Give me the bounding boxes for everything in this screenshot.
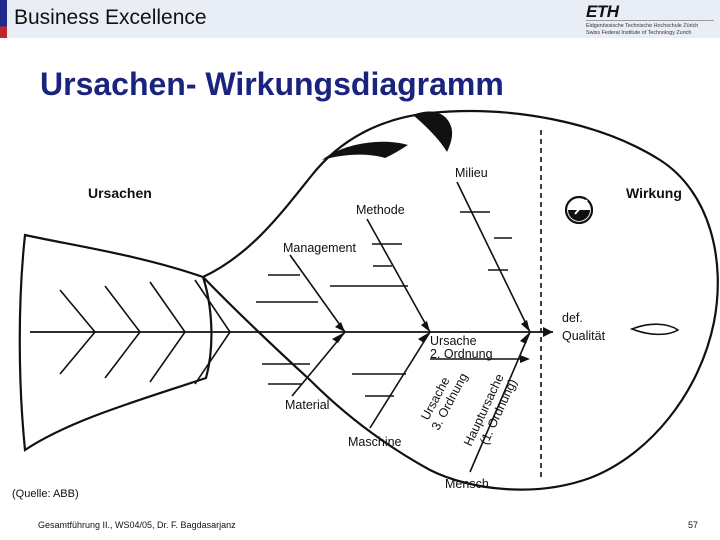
label-effect-line1: def. [562,311,583,325]
source-note: (Quelle: ABB) [12,488,79,500]
label-maschine: Maschine [348,435,402,449]
label-ursache-2-line2: 2. Ordnung [430,347,493,361]
label-hauptursache: Hauptursache (1. Ordnung) [461,371,520,454]
bone-methode [367,219,430,332]
arrowhead-milieu [521,320,530,332]
lower-subcause-ticks [262,364,406,396]
arrowhead-maschine [418,332,430,343]
secondary-cause-arrowhead [520,355,530,363]
bone-milieu [457,182,530,332]
label-milieu: Milieu [455,166,488,180]
fish-tail-outline [20,235,212,450]
arrowhead-management [335,322,345,332]
upper-subcause-ticks [256,212,512,302]
label-ursache-2-line1: Ursache [430,334,477,348]
label-mensch: Mensch [445,477,489,491]
upper-bones [290,182,530,332]
footer-course: Gesamtführung II., WS04/05, Dr. F. Bagda… [38,520,236,530]
page-number: 57 [688,520,698,530]
label-management: Management [283,241,356,255]
label-ursachen: Ursachen [88,185,152,201]
label-material: Material [285,398,329,412]
bone-management [290,255,345,332]
label-ursache-3: Ursache 3. Ordnung [416,364,470,432]
label-effect-line2: Qualität [562,329,606,343]
fish-mouth [632,324,678,334]
spine-arrowhead [543,327,553,337]
dorsal-fin [413,112,452,152]
label-wirkung: Wirkung [626,185,682,201]
arrowhead-methode [421,321,430,332]
arrowhead-material [332,332,345,343]
arrowhead-mensch [520,332,530,344]
label-methode: Methode [356,203,405,217]
